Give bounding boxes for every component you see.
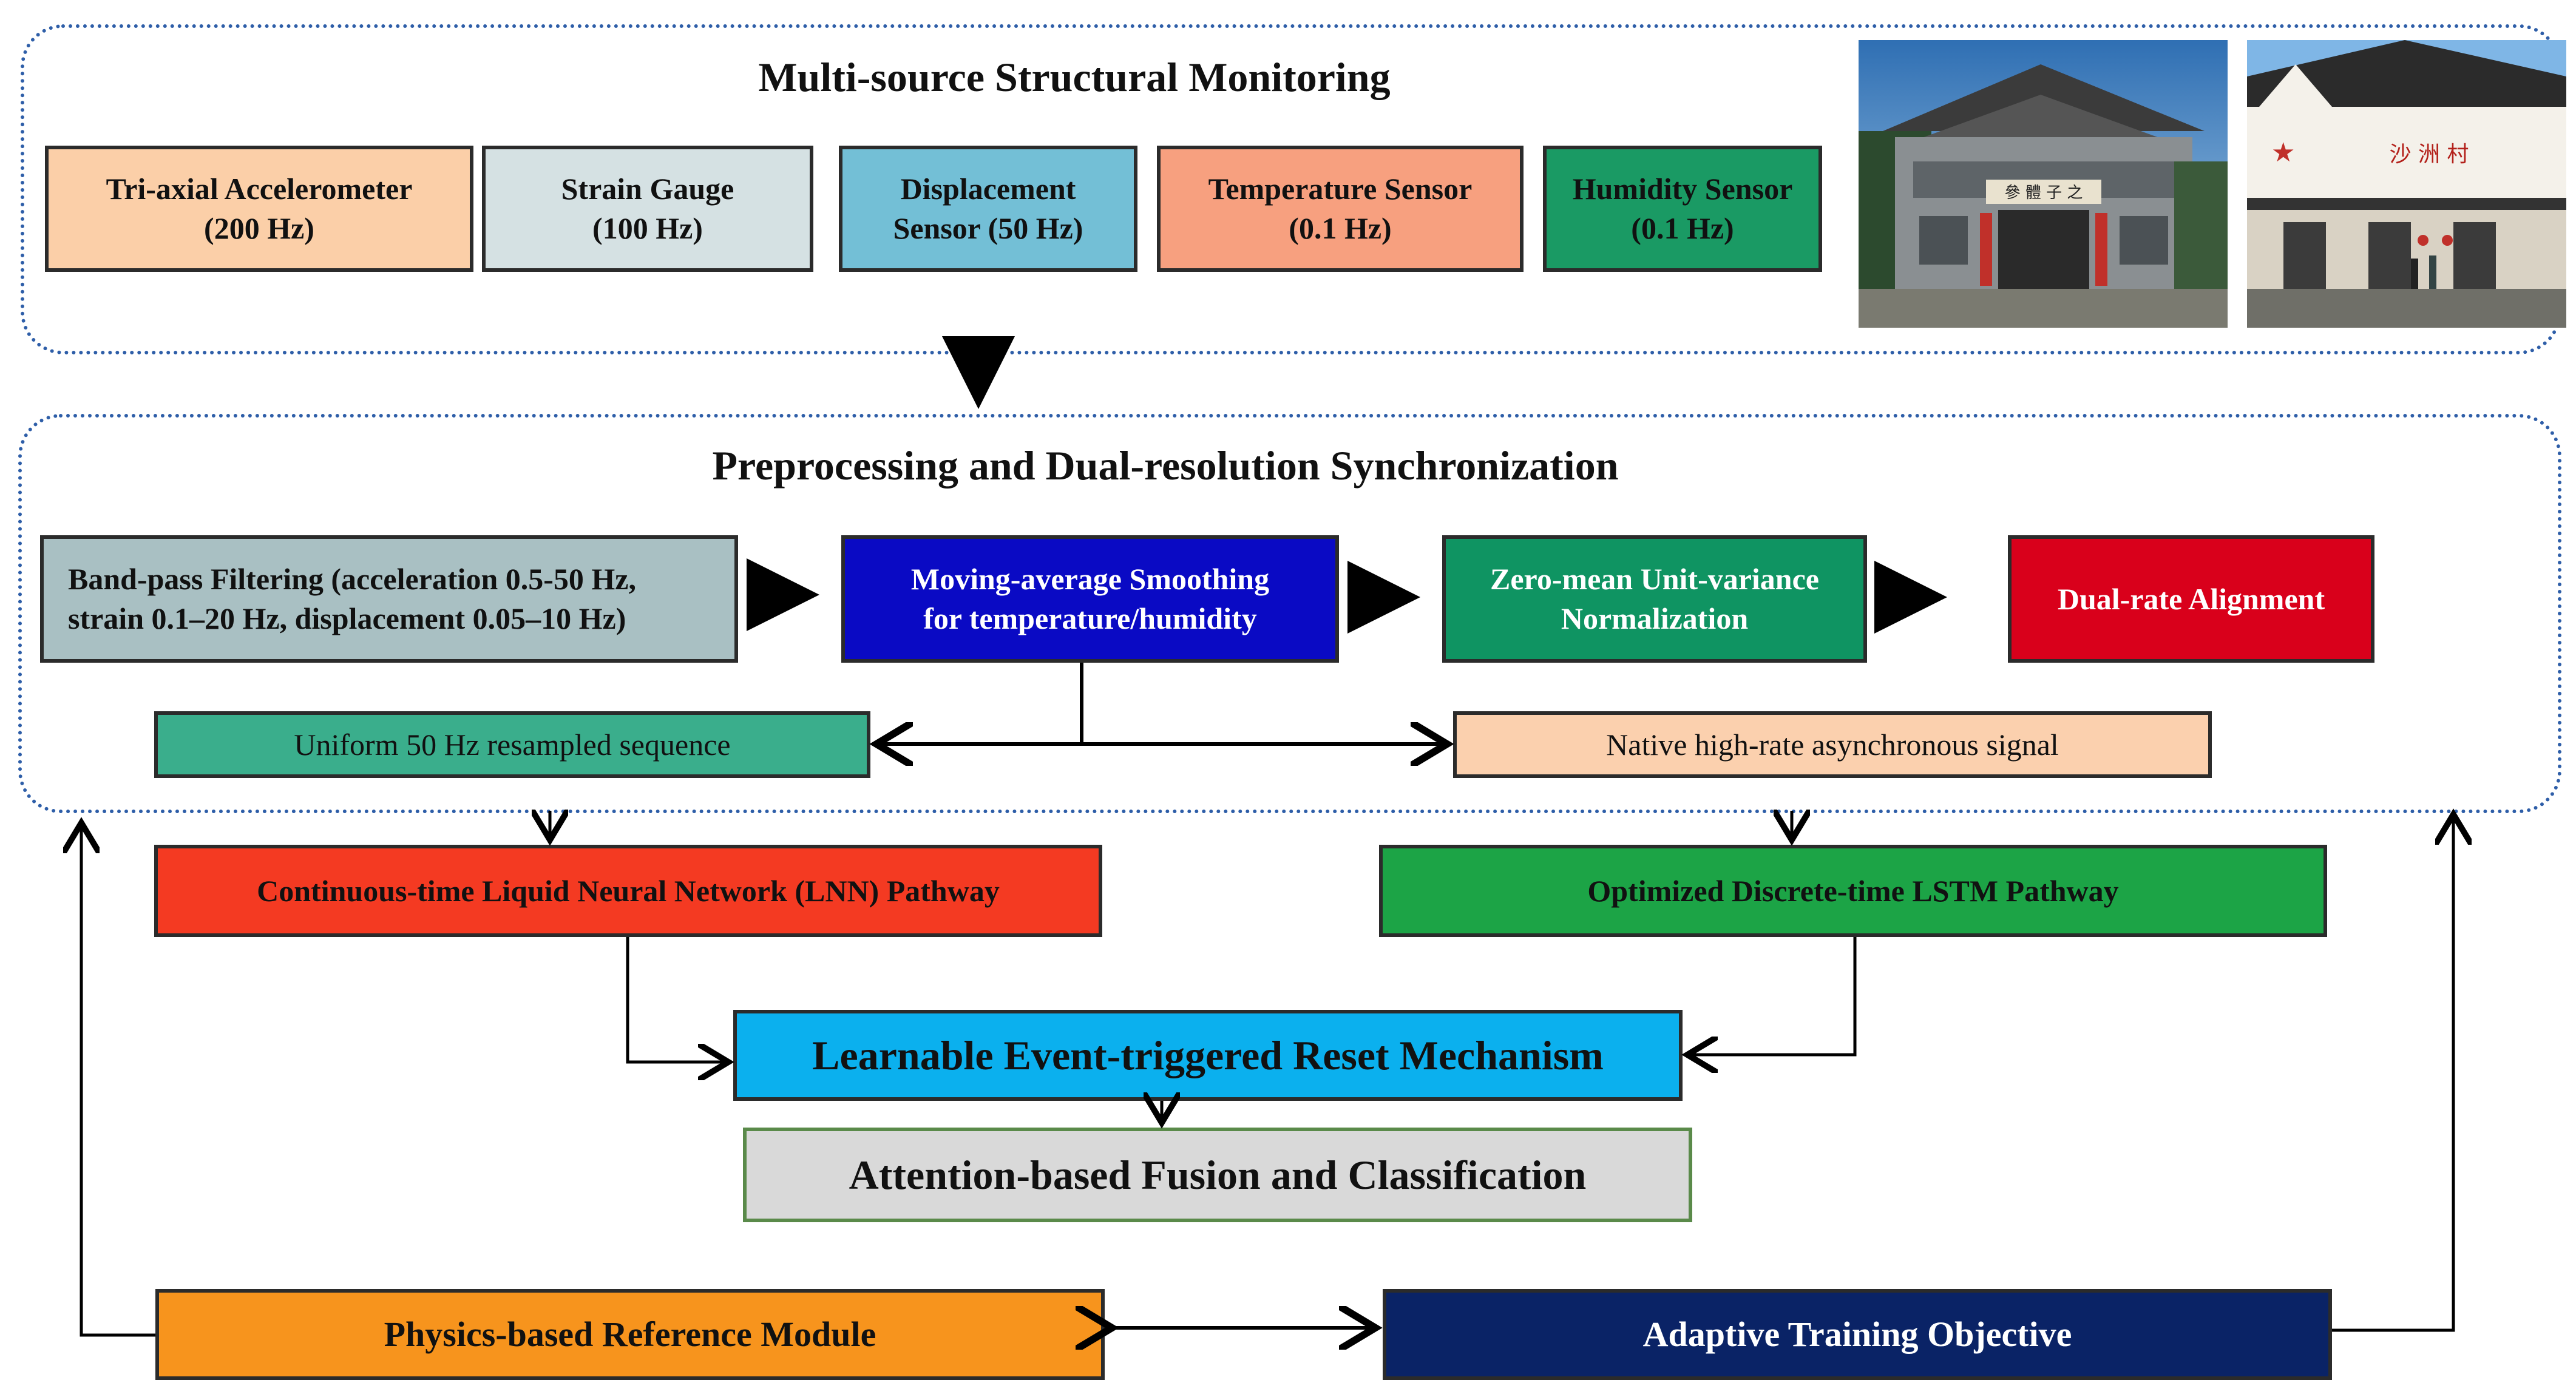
physics-reference-module: Physics-based Reference Module — [155, 1289, 1105, 1380]
svg-text:★: ★ — [2271, 137, 2295, 168]
fusion-classification: Attention-based Fusion and Classificatio… — [743, 1128, 1692, 1222]
sensor-temperature: Temperature Sensor(0.1 Hz) — [1157, 146, 1524, 272]
preprocessing-region — [18, 414, 2561, 813]
monitoring-title: Multi-source Structural Monitoring — [758, 54, 1391, 100]
ancestral-hall-photo-2: ★ 沙 洲 村 — [2247, 40, 2566, 328]
sensor-strain-gauge: Strain Gauge(100 Hz) — [482, 146, 813, 272]
svg-text:參 體 子 之: 參 體 子 之 — [2005, 184, 2083, 202]
ancestral-hall-photo-1: 參 體 子 之 — [1859, 40, 2228, 328]
preprocessing-title: Preprocessing and Dual-resolution Synchr… — [712, 442, 1619, 489]
uniform-sequence-output: Uniform 50 Hz resampled sequence — [154, 711, 870, 778]
sensor-accelerometer: Tri-axial Accelerometer(200 Hz) — [45, 146, 473, 272]
bandpass-filter-step: Band-pass Filtering (acceleration 0.5-50… — [40, 535, 738, 663]
lnn-pathway: Continuous-time Liquid Neural Network (L… — [154, 845, 1102, 937]
reset-mechanism: Learnable Event-triggered Reset Mechanis… — [733, 1010, 1683, 1101]
adaptive-training-objective: Adaptive Training Objective — [1383, 1289, 2332, 1380]
native-signal-output: Native high-rate asynchronous signal — [1453, 711, 2212, 778]
svg-text:沙 洲 村: 沙 洲 村 — [2390, 142, 2469, 167]
sensor-humidity: Humidity Sensor(0.1 Hz) — [1543, 146, 1822, 272]
dual-rate-alignment-step: Dual-rate Alignment — [2008, 535, 2374, 663]
lstm-pathway: Optimized Discrete-time LSTM Pathway — [1379, 845, 2327, 937]
